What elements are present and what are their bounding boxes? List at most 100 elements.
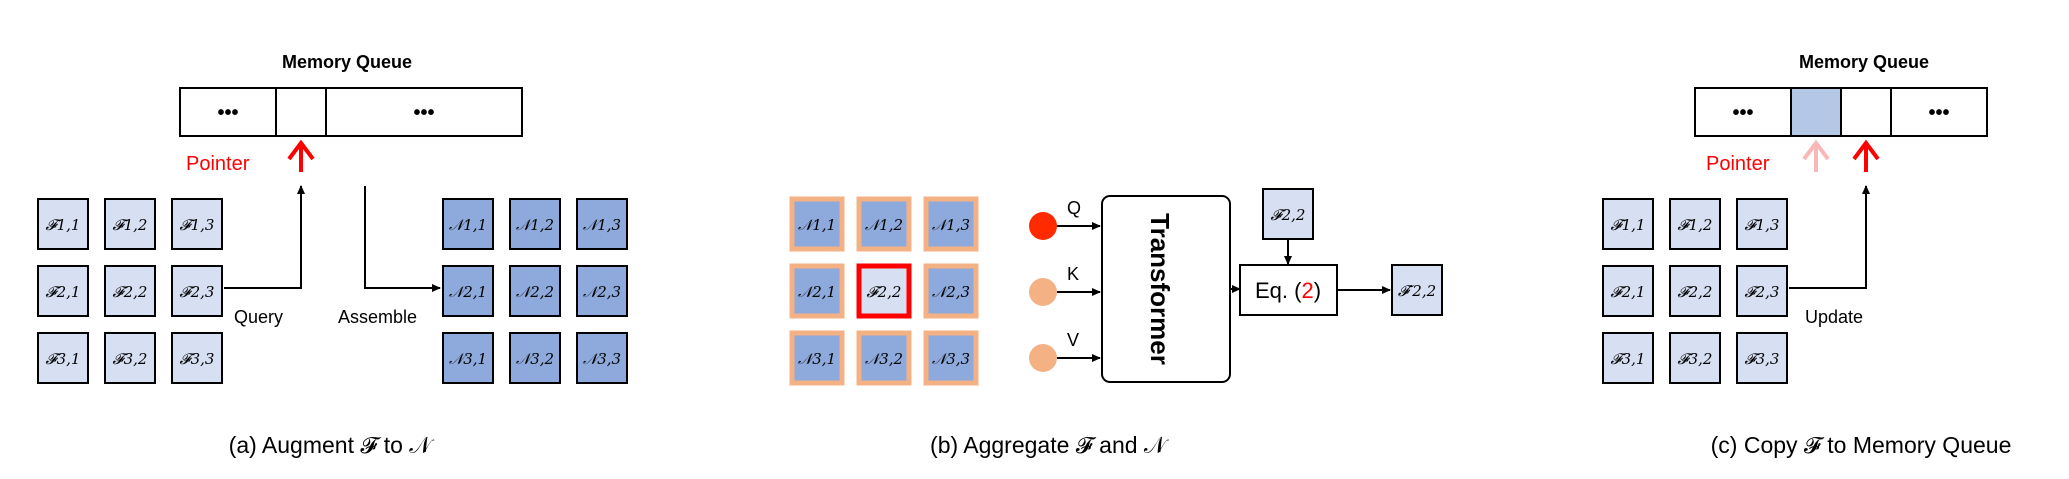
grid-cell-label: 𝒩2,1 [449,283,487,301]
old-pointer-arrow-icon [1802,139,1830,172]
grid-cell [576,265,628,317]
grid-cell-label: 𝒩1,3 [583,216,621,234]
grid-cell-label: 𝒩3,3 [583,350,621,368]
grid-cell-label: 𝓕2,2 [1678,283,1713,301]
grid-cell [1736,265,1788,317]
grid-cell-label: 𝒩3,2 [516,350,554,368]
grid-cell-label: 𝓕2,1 [1611,283,1646,301]
grid-cell-label: 𝒩2,2 [516,283,554,301]
grid-cell-label: 𝓕1,1 [1611,216,1646,234]
queue-cell [1890,87,1988,137]
memory-queue-a: ••• ••• [179,87,523,137]
grid-cell [1669,265,1721,317]
grid-cell-label: 𝓕2,3 [1745,283,1780,301]
ellipsis-text: ••• [1928,102,1949,124]
caption-c: (c) Copy 𝓕 to Memory Queue [1711,432,2012,458]
grid-cell [171,265,223,317]
grid-cell-label: 𝓕1,3 [1745,216,1780,234]
grid-cell-label: 𝓕2,1 [46,283,81,301]
output-f22-box [1391,264,1443,316]
grid-cell-label: 𝓕1,3 [180,216,215,234]
queue-cell-pointer [1840,87,1892,137]
qkv-inputs: Q K V [1029,198,1101,372]
grid-cell [789,330,845,386]
f22-input-label: 𝓕2,2 [1271,206,1306,224]
panel-a: Memory Queue ••• ••• Pointer 𝓕1,1 𝓕1,2 𝓕1,… [37,52,628,458]
grid-cell [1602,265,1654,317]
output-f22-label: 𝓕′2,2 [1398,282,1436,300]
grid-cell [923,330,979,386]
equation-label: Eq. (2) [1255,278,1321,303]
grid-cell [576,332,628,384]
grid-cell [104,332,156,384]
grid-cell [37,332,89,384]
grid-cell [1736,198,1788,250]
grid-cell [104,265,156,317]
v-label: V [1067,330,1079,350]
grid-cell-label: 𝒩1,2 [865,216,903,234]
queue-cell-pointer [275,87,327,137]
memory-queue-title-a: Memory Queue [282,52,412,72]
grid-cell-label: 𝒩1,1 [798,216,836,234]
caption-b: (b) Aggregate 𝓕 and 𝒩 [930,432,1170,458]
grid-cell-label: 𝓕1,2 [113,216,148,234]
grid-cell [856,263,912,319]
grid-cell-label: 𝓕1,1 [46,216,81,234]
ellipsis-text: ••• [217,102,238,124]
grid-cell [1669,198,1721,250]
grid-cell [789,263,845,319]
query-arrow [224,185,305,289]
grid-cell [1736,332,1788,384]
grid-cell-label: 𝒩3,1 [798,350,836,368]
grid-cell-label: 𝓕3,3 [1745,350,1780,368]
assemble-label: Assemble [338,307,417,327]
key-dot-icon [1029,278,1057,306]
grid-cell [1602,198,1654,250]
grid-cell-label: 𝒩2,3 [583,283,621,301]
grid-cell [104,198,156,250]
k-label: K [1067,264,1079,284]
grid-cell-label: 𝒩3,1 [449,350,487,368]
grid-cell-label: 𝒩1,1 [449,216,487,234]
grid-cell [576,198,628,250]
q-label: Q [1067,198,1081,218]
grid-cell-label: 𝓕2,2 [867,283,902,301]
transformer-label: Transformer [1145,213,1175,365]
caption-a: (a) Augment 𝓕 to 𝒩 [229,432,436,458]
grid-cell-label: 𝒩3,2 [865,350,903,368]
grid-cell [509,332,561,384]
grid-cell [789,196,845,252]
grid-cell [37,265,89,317]
grid-cell-label: 𝓕1,2 [1678,216,1713,234]
ellipsis-text: ••• [1732,102,1753,124]
value-dot-icon [1029,344,1057,372]
grid-cell-label: 𝓕3,1 [1611,350,1646,368]
grid-cell [37,198,89,250]
f22-input-box [1262,188,1314,240]
grid-cell [171,332,223,384]
grid-cell-label: 𝒩2,3 [932,283,970,301]
queue-cell [179,87,277,137]
grid-cell [442,198,494,250]
queue-cell-filled [1790,87,1842,137]
grid-cell-label: 𝒩3,3 [932,350,970,368]
pointer-arrow-icon [1852,139,1880,172]
grid-cell [923,263,979,319]
f-grid-c: 𝓕1,1 𝓕1,2 𝓕1,3𝓕2,1 𝓕2,2 𝓕2,3𝓕3,1 𝓕3,2 𝓕3,3 [1602,198,1788,384]
grid-cell-label: 𝓕2,2 [113,283,148,301]
ellipsis-text: ••• [413,102,434,124]
grid-cell [171,198,223,250]
grid-cell [442,332,494,384]
pointer-label-a: Pointer [186,153,250,175]
grid-cell-label: 𝓕3,2 [1678,350,1713,368]
grid-cell [442,265,494,317]
memory-queue-title-c: Memory Queue [1799,52,1929,72]
query-label: Query [234,307,283,327]
pointer-arrow-icon [287,139,315,172]
queue-cell [325,87,523,137]
grid-cell [1602,332,1654,384]
